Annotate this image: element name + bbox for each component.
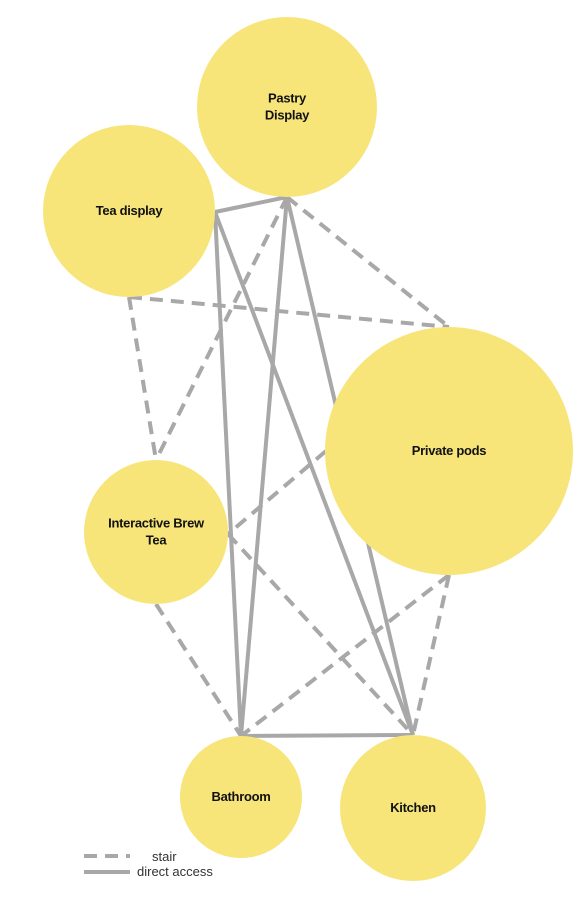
edge-stair-pastry-brew: [154, 196, 289, 461]
node-label-kitchen-0: Kitchen: [390, 800, 436, 815]
legend-stair-label: stair: [152, 849, 177, 864]
edge-stair-pods-brew: [226, 449, 328, 536]
node-label-brew-1: Tea: [146, 533, 168, 548]
node-tea: Tea display: [43, 125, 215, 297]
legend: stair direct access: [84, 849, 213, 879]
edge-stair-pods-bath: [239, 573, 451, 738]
edge-direct-tea-kitchen: [213, 211, 415, 736]
node-circle-brew: [84, 460, 228, 604]
node-circle-pods: [325, 327, 573, 575]
node-pods: Private pods: [325, 327, 573, 575]
legend-direct-label: direct access: [137, 864, 213, 879]
edge-direct-bath-kitchen: [240, 733, 414, 738]
node-circle-bath: [180, 736, 302, 858]
node-label-brew-0: Interactive Brew: [108, 516, 205, 531]
edge-direct-pastry-tea: [214, 195, 288, 214]
edge-stair-pastry-pods: [285, 195, 451, 329]
edge-stair-brew-kitchen: [226, 532, 415, 737]
node-label-pods-0: Private pods: [412, 443, 486, 458]
node-bath: Bathroom: [180, 736, 302, 858]
node-kitchen: Kitchen: [340, 735, 486, 881]
edge-stair-pods-kitchen: [411, 574, 451, 736]
node-circle-tea: [43, 125, 215, 297]
node-label-pastry-1: Display: [265, 108, 310, 123]
edge-stair-brew-bath: [154, 602, 243, 738]
edge-direct-pastry-bath: [239, 196, 289, 737]
node-label-bath-0: Bathroom: [212, 789, 271, 804]
edge-stair-tea-pods: [128, 295, 450, 329]
node-circle-pastry: [197, 17, 377, 197]
node-circle-kitchen: [340, 735, 486, 881]
edge-direct-tea-bath: [213, 211, 243, 737]
node-label-tea-0: Tea display: [96, 203, 164, 218]
node-label-pastry-0: Pastry: [268, 91, 307, 106]
edge-stair-tea-brew: [127, 296, 158, 461]
